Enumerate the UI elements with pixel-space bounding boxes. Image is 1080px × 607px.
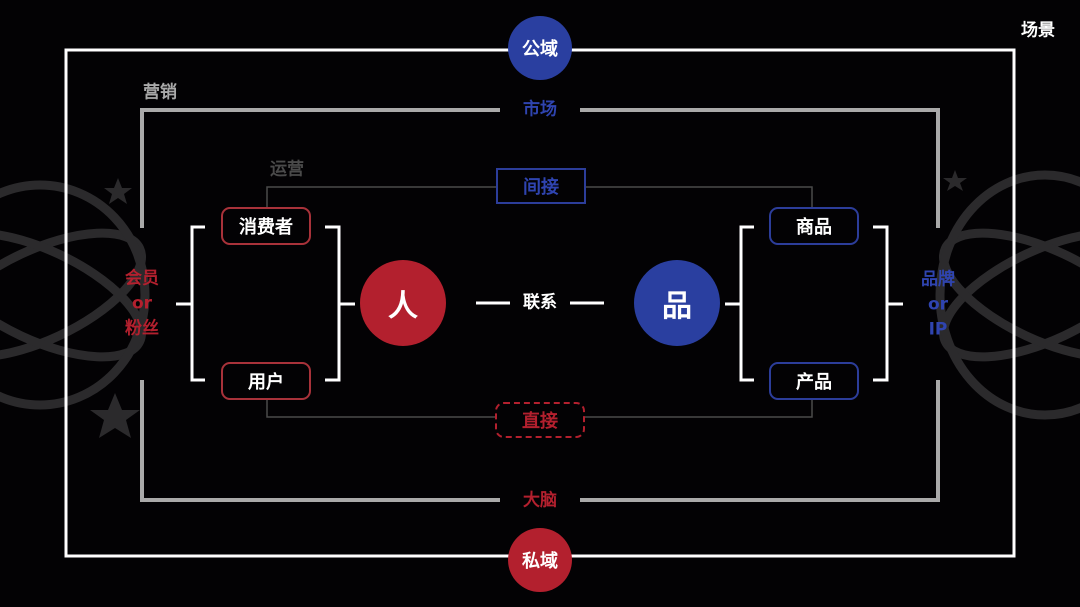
operations-label: 运营 [270, 159, 304, 180]
consumer-box: 消费者 [221, 207, 311, 245]
marketing-frame [140, 108, 940, 502]
marketing-label: 营销 [143, 82, 177, 103]
market-label: 市场 [523, 99, 557, 120]
connection-label: 联系 [523, 292, 557, 313]
product-box: 产品 [769, 362, 859, 400]
brain-label: 大脑 [523, 490, 557, 511]
ip-label: IP [928, 319, 948, 340]
or-label: or [131, 293, 153, 314]
goods-box: 商品 [769, 207, 859, 245]
member-label: 会员 [125, 268, 159, 289]
public-domain-circle: 公域 [508, 16, 572, 80]
indirect-box: 间接 [496, 168, 586, 204]
star-icon [943, 170, 967, 191]
star-icon [90, 393, 140, 438]
or-label: or [927, 294, 949, 315]
scene-label: 场景 [1021, 20, 1055, 41]
atom-decoration-left [0, 180, 150, 410]
fans-label: 粉丝 [125, 318, 159, 339]
star-icon [104, 178, 132, 204]
brackets [176, 225, 903, 382]
brand-label: 品牌 [921, 269, 955, 290]
private-domain-circle: 私域 [508, 528, 572, 592]
operations-frame [266, 186, 813, 418]
user-box: 用户 [221, 362, 311, 400]
product-circle: 品 [634, 260, 720, 346]
people-circle: 人 [360, 260, 446, 346]
direct-box: 直接 [495, 402, 585, 438]
atom-decoration-right [935, 170, 1080, 420]
